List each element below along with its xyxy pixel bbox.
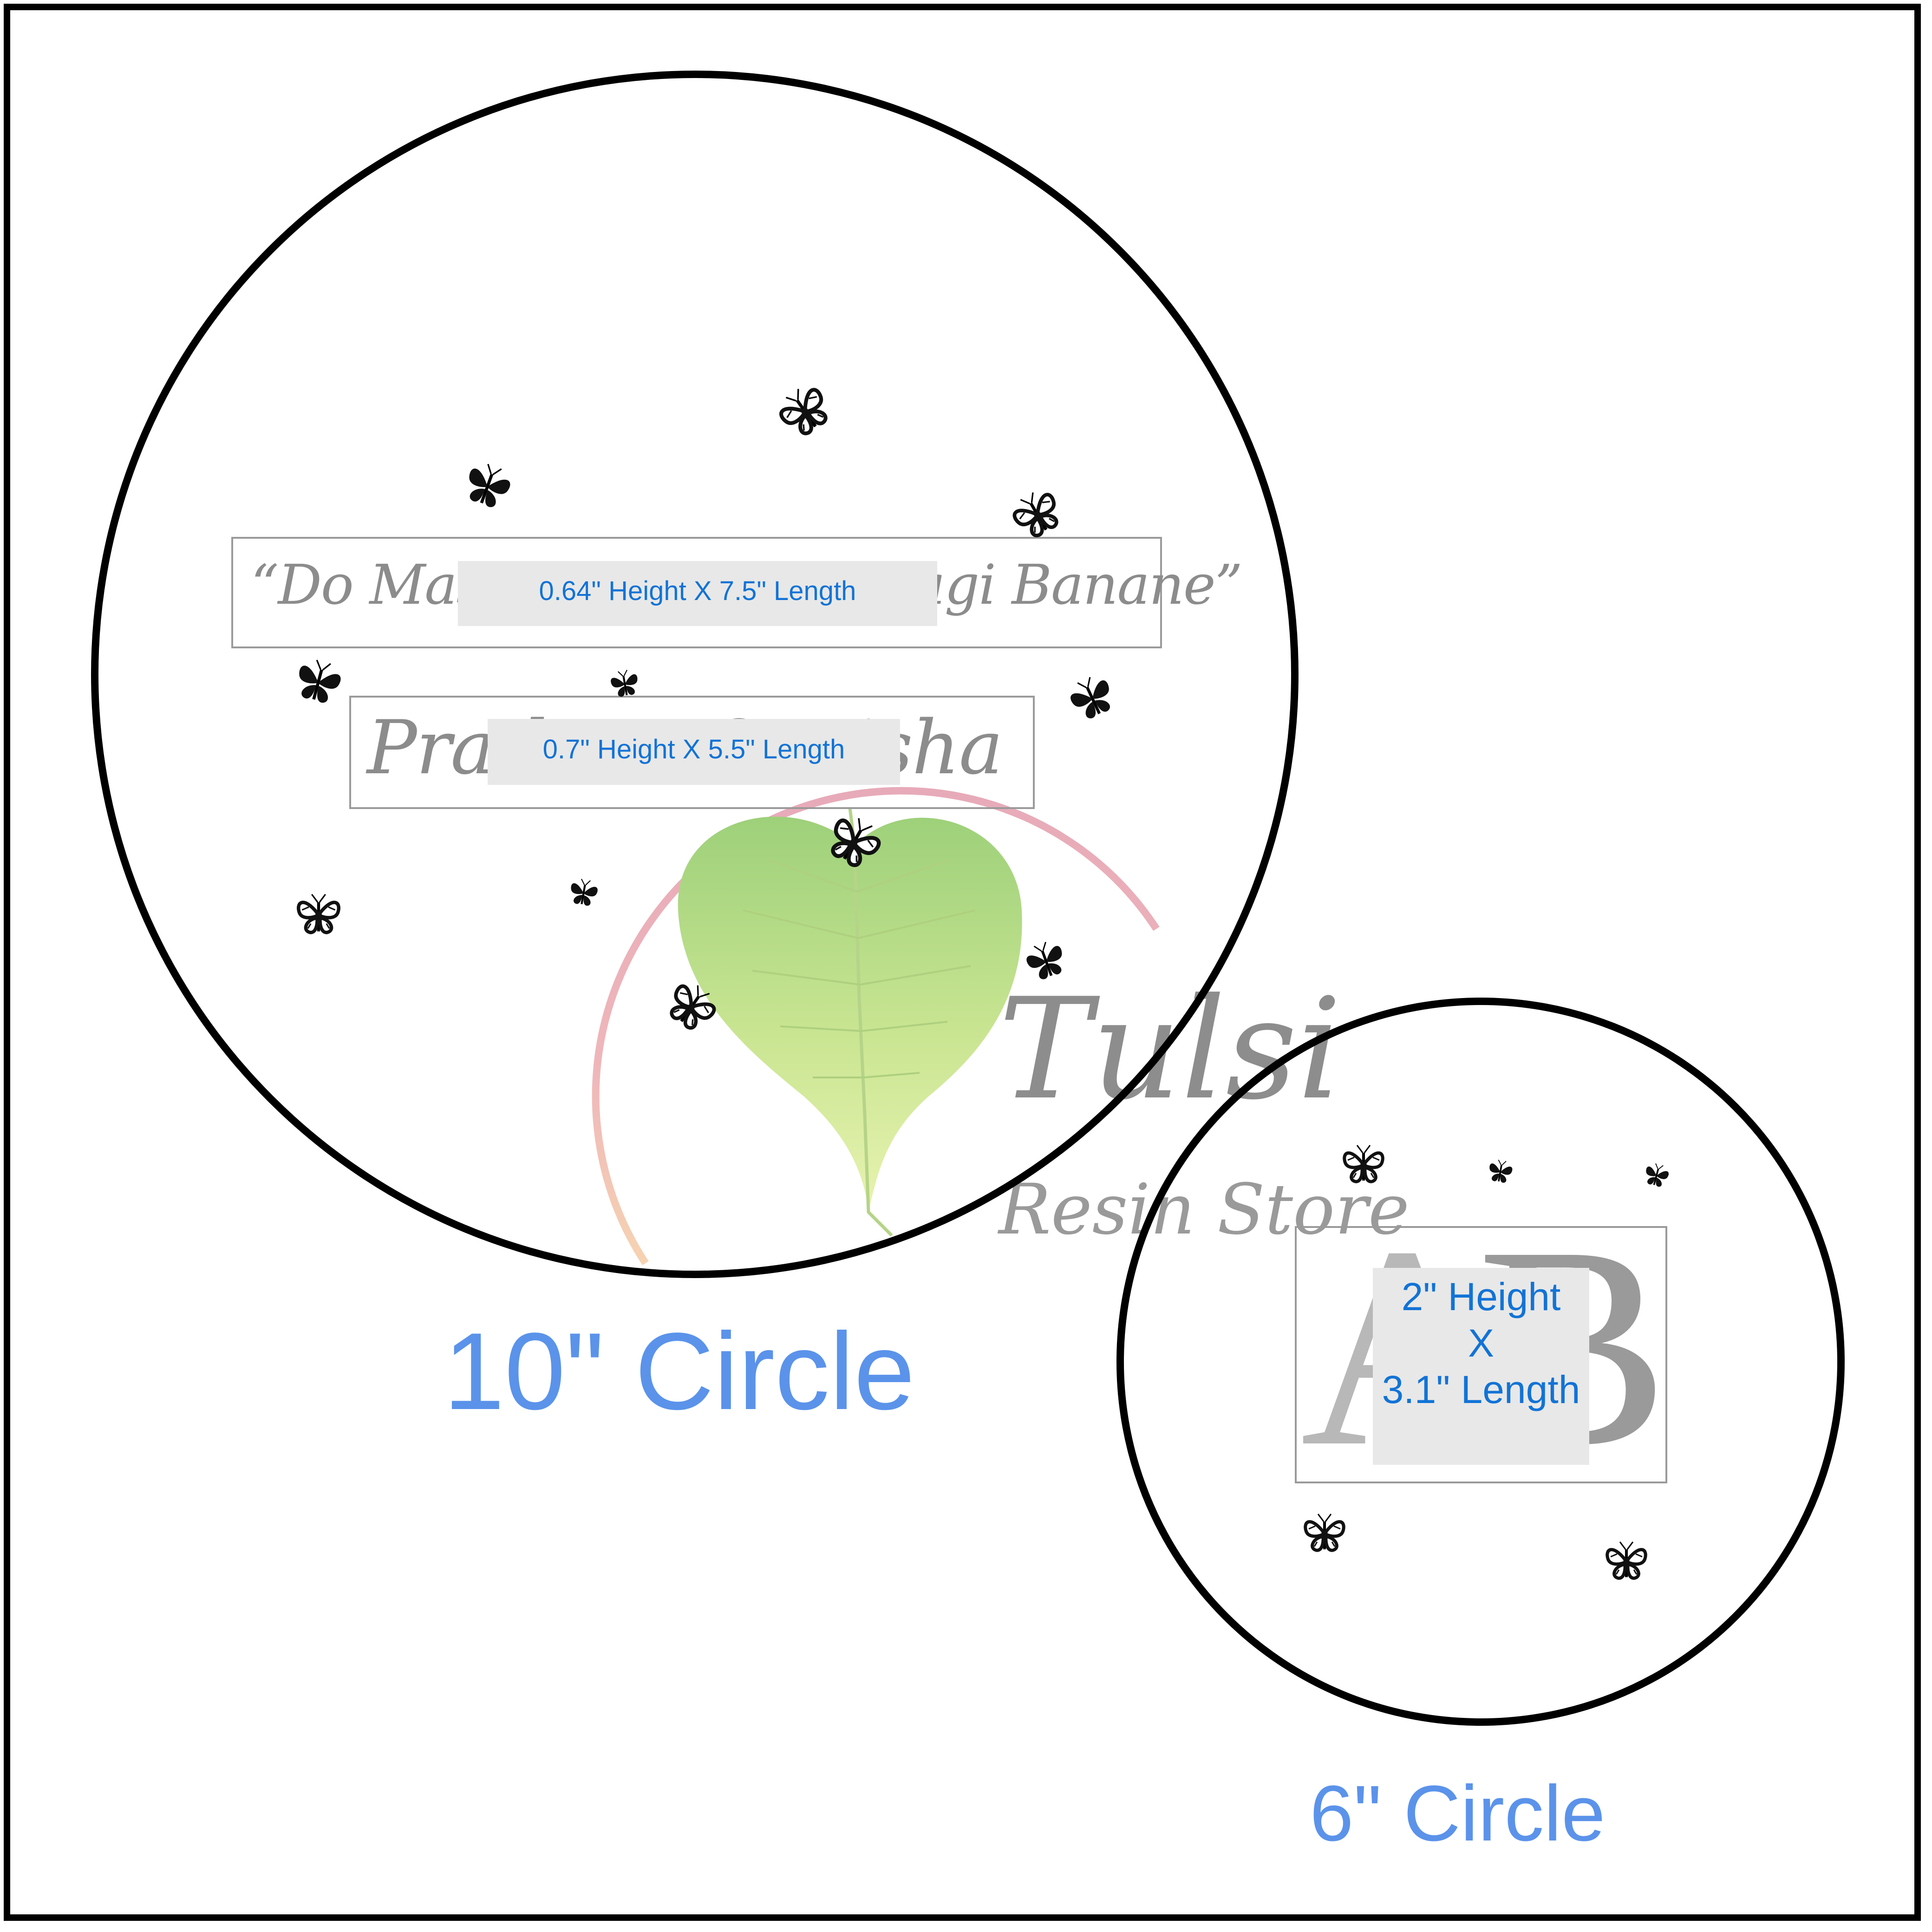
butterfly-icon (663, 978, 721, 1035)
monogram-bounding-box[interactable] (1295, 1226, 1667, 1483)
names-bounding-box[interactable] (349, 696, 1035, 809)
quote-bounding-box[interactable] (231, 537, 1162, 648)
monogram-dimension-label: 2" Height X 3.1" Length (1373, 1268, 1589, 1465)
butterfly-icon (1345, 1145, 1383, 1181)
butterfly-icon (299, 894, 339, 933)
ten-inch-circle-label: 10" Circle (444, 1310, 915, 1433)
butterfly-icon (774, 380, 834, 440)
butterfly-icon (824, 810, 886, 871)
butterfly-icon (293, 656, 344, 706)
butterfly-icon (1607, 1542, 1646, 1578)
quote-dimension-label: 0.64" Height X 7.5" Length (458, 561, 937, 626)
butterfly-icon (609, 668, 640, 698)
outer-frame (4, 4, 1921, 1921)
butterfly-icon (1486, 1157, 1514, 1185)
monogram-dimension-length: 3.1" Length (1382, 1368, 1580, 1411)
butterfly-icon (1305, 1514, 1344, 1550)
butterfly-icon (568, 877, 599, 907)
names-dimension-label: 0.7" Height X 5.5" Length (488, 719, 900, 785)
butterfly-icon (1065, 672, 1118, 723)
monogram-dimension-height: 2" Height (1401, 1275, 1561, 1318)
monogram-dimension-separator: X (1468, 1321, 1495, 1365)
six-inch-circle-label: 6" Circle (1310, 1769, 1606, 1858)
butterfly-icon (1008, 485, 1065, 541)
butterfly-icon (461, 459, 515, 511)
butterfly-icon (1023, 938, 1069, 983)
butterfly-icon (1642, 1161, 1671, 1189)
